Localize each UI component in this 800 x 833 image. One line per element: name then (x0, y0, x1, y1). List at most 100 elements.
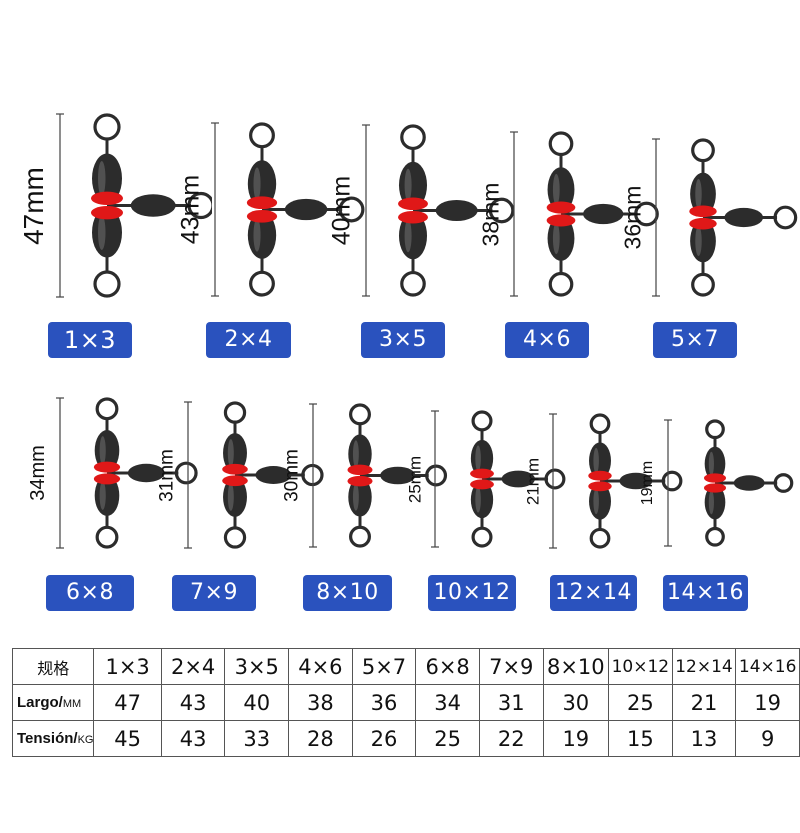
swivel-image (431, 410, 566, 548)
top-ring (93, 113, 121, 141)
barrel-highlight (352, 483, 359, 511)
side-barrel (380, 466, 416, 485)
length-label: 30mm (281, 449, 302, 502)
size-badge: 14×16 (663, 575, 748, 611)
red-bead (470, 479, 494, 490)
side-barrel (255, 466, 292, 484)
top-ring (471, 410, 493, 432)
tension-cell: 26 (351, 720, 417, 757)
tension-cell: 19 (542, 720, 610, 757)
top-ring (249, 122, 275, 149)
size-cell: 7×9 (478, 648, 544, 685)
barrel-highlight (352, 440, 359, 468)
swivel-image (56, 113, 212, 298)
length-cell: 31 (478, 684, 544, 721)
top-ring (223, 401, 247, 424)
bottom-ring (400, 270, 426, 297)
side-ring (634, 201, 659, 227)
swivel-image (211, 122, 365, 297)
barrel-highlight (253, 167, 261, 201)
barrel-highlight (98, 161, 106, 196)
length-label: Largo/ (17, 694, 63, 711)
bottom-ring (95, 525, 119, 549)
bottom-ring (349, 525, 371, 548)
length-unit: MM (62, 698, 82, 710)
length-cell: 43 (160, 684, 226, 721)
swivel-image (652, 138, 798, 297)
size-badge: 6×8 (46, 575, 134, 611)
length-label: 40mm (327, 175, 355, 246)
size-badge: 8×10 (303, 575, 392, 611)
length-cell: 34 (415, 684, 480, 721)
top-ring (705, 419, 725, 440)
barrel-highlight (695, 179, 702, 210)
tension-cell: 22 (478, 720, 544, 757)
barrel-highlight (99, 481, 106, 510)
side-ring (187, 191, 212, 220)
length-label: 21mm (523, 457, 542, 505)
barrel-highlight (227, 482, 234, 511)
length-label: 34mm (27, 445, 49, 501)
table-row-size: 规格 1×3 2×4 3×5 4×6 5×7 6×8 7×9 8×10 10×1… (11, 648, 800, 685)
top-ring (548, 131, 574, 157)
barrel-highlight (593, 447, 599, 474)
tension-cell: 33 (224, 720, 290, 757)
size-cell: 6×8 (415, 648, 480, 685)
top-ring (400, 124, 426, 151)
length-header-label: Largo/MM (11, 684, 95, 721)
size-badge: 2×4 (206, 322, 291, 358)
side-ring (425, 464, 448, 487)
size-badge: 4×6 (505, 322, 589, 358)
red-bead (588, 470, 612, 481)
side-ring (661, 470, 683, 492)
size-cell: 14×16 (735, 648, 800, 685)
side-barrel (435, 199, 478, 222)
side-barrel (284, 198, 328, 221)
table-row-tension: Tensión/KG 45 43 33 28 26 25 22 19 15 13… (11, 720, 800, 757)
bottom-ring (589, 527, 611, 549)
bottom-ring (223, 526, 247, 549)
swivel-image (56, 397, 198, 549)
side-ring (773, 205, 798, 230)
side-ring (544, 468, 566, 490)
top-ring (589, 413, 611, 435)
side-barrel (127, 463, 165, 483)
size-cell: 4×6 (288, 648, 353, 685)
swivel-image (664, 419, 794, 547)
length-cell: 19 (735, 684, 800, 721)
bottom-ring (548, 271, 574, 297)
length-cell: 36 (351, 684, 417, 721)
red-bead (222, 475, 248, 487)
size-badge: 5×7 (653, 322, 737, 358)
barrel-highlight (552, 222, 560, 255)
bottom-ring (705, 526, 725, 547)
side-barrel (733, 475, 765, 491)
size-badge: 7×9 (172, 575, 256, 611)
red-bead (93, 461, 121, 473)
tension-cell: 25 (415, 720, 480, 757)
size-cell: 8×10 (542, 648, 610, 685)
tension-cell: 43 (160, 720, 226, 757)
side-ring (773, 473, 794, 493)
tension-header-label: Tensión/KG (11, 720, 95, 757)
swivel-image (309, 403, 448, 548)
tension-label: Tensión/ (17, 730, 78, 747)
red-bead (703, 483, 727, 493)
tension-cell: 45 (93, 720, 162, 757)
bottom-ring (691, 272, 715, 297)
bottom-ring (93, 270, 121, 298)
barrel-highlight (404, 219, 412, 253)
red-bead (588, 481, 612, 492)
red-bead (689, 205, 717, 218)
red-bead (91, 205, 123, 220)
tension-cell: 28 (288, 720, 353, 757)
red-bead (246, 209, 278, 223)
tension-unit: KG (77, 734, 94, 746)
swivel-image (549, 413, 683, 549)
red-bead (546, 201, 576, 214)
red-bead (246, 196, 278, 210)
barrel-highlight (593, 488, 599, 515)
swivel-image (184, 401, 324, 549)
side-barrel (724, 207, 764, 228)
red-bead (398, 210, 428, 224)
